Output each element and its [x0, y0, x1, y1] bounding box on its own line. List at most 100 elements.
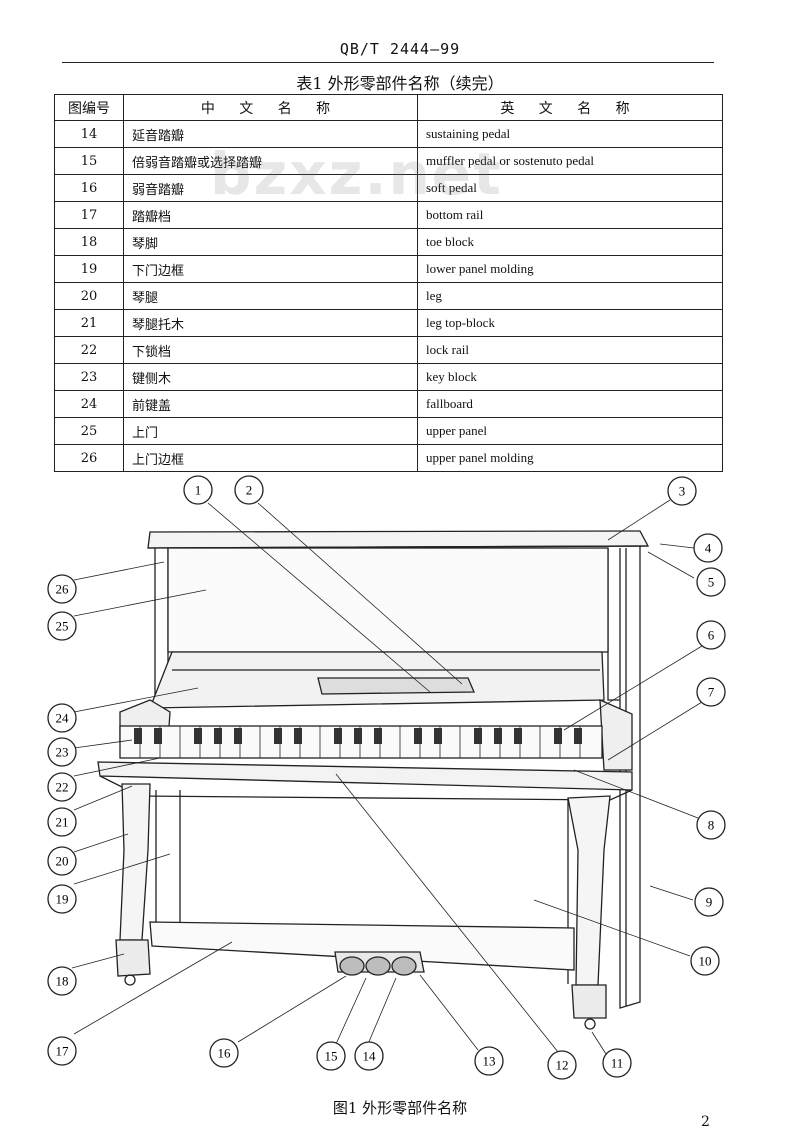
callout-circle — [47, 846, 77, 876]
callout-label: 2 — [246, 483, 253, 498]
callout-15: 15 — [316, 1041, 346, 1071]
figure-number-cell: 17 — [54, 201, 124, 229]
callout-circle — [47, 1036, 77, 1066]
chinese-name-cell: 上门 — [123, 417, 418, 445]
callout-circle — [47, 884, 77, 914]
callout-3: 3 — [667, 476, 697, 506]
callout-label: 14 — [363, 1049, 377, 1064]
header-rule — [62, 62, 714, 63]
callout-circle — [696, 810, 726, 840]
callout-21: 21 — [47, 807, 77, 837]
english-name-cell: muffler pedal or sostenuto pedal — [417, 147, 723, 175]
chinese-name-cell: 下锁档 — [123, 336, 418, 364]
callout-8: 8 — [696, 810, 726, 840]
figure-caption: 图1 外形零部件名称 — [332, 1099, 468, 1117]
callout-label: 7 — [708, 685, 715, 700]
callout-16: 16 — [209, 1038, 239, 1068]
figure-number-cell: 18 — [54, 228, 124, 256]
callout-circle — [694, 887, 724, 917]
figure-number-cell: 14 — [54, 120, 124, 148]
callout-18: 18 — [47, 966, 77, 996]
callout-20: 20 — [47, 846, 77, 876]
table-header-row: 图编号 中 文 名 称 英 文 名 称 — [54, 94, 723, 121]
figure-number-cell: 22 — [54, 336, 124, 364]
callout-circle — [474, 1046, 504, 1076]
chinese-name-cell: 弱音踏瓣 — [123, 174, 418, 202]
callout-circle — [47, 966, 77, 996]
header-english-name: 英 文 名 称 — [417, 94, 723, 121]
callout-11: 11 — [602, 1048, 632, 1078]
callout-circle — [547, 1050, 577, 1080]
callout-24: 24 — [47, 703, 77, 733]
figure-number-cell: 24 — [54, 390, 124, 418]
callout-13: 13 — [474, 1046, 504, 1076]
callout-circle — [209, 1038, 239, 1068]
callout-label: 20 — [56, 854, 69, 869]
callout-label: 6 — [708, 628, 715, 643]
chinese-name-cell: 踏瓣档 — [123, 201, 418, 229]
callout-9: 9 — [694, 887, 724, 917]
callout-circle — [602, 1048, 632, 1078]
figure-number-cell: 16 — [54, 174, 124, 202]
chinese-name-cell: 前键盖 — [123, 390, 418, 418]
chinese-name-cell: 琴腿托木 — [123, 309, 418, 337]
callout-22: 22 — [47, 772, 77, 802]
callout-2: 2 — [234, 475, 264, 505]
header-chinese-name: 中 文 名 称 — [123, 94, 418, 121]
callout-14: 14 — [354, 1041, 384, 1071]
callout-label: 9 — [706, 895, 713, 910]
chinese-name-cell: 上门边框 — [123, 444, 418, 472]
callout-circle — [47, 772, 77, 802]
english-name-cell: toe block — [417, 228, 723, 256]
callout-label: 1 — [195, 483, 202, 498]
callout-circle — [316, 1041, 346, 1071]
callout-label: 12 — [556, 1058, 569, 1073]
callout-circle — [234, 475, 264, 505]
english-name-cell: lock rail — [417, 336, 723, 364]
chinese-name-cell: 下门边框 — [123, 255, 418, 283]
callout-label: 21 — [56, 815, 69, 830]
english-name-cell: key block — [417, 363, 723, 391]
figure-number-cell: 26 — [54, 444, 124, 472]
standard-code-header: QB/T 2444—99 — [339, 40, 461, 58]
chinese-name-cell: 倍弱音踏瓣或选择踏瓣 — [123, 147, 418, 175]
callout-23: 23 — [47, 737, 77, 767]
callout-label: 25 — [56, 619, 69, 634]
callout-circle — [47, 703, 77, 733]
callout-label: 17 — [56, 1044, 70, 1059]
callout-label: 18 — [56, 974, 69, 989]
callout-4: 4 — [693, 533, 723, 563]
callout-label: 16 — [218, 1046, 232, 1061]
callout-circle — [183, 475, 213, 505]
figure-number-cell: 21 — [54, 309, 124, 337]
english-name-cell: upper panel molding — [417, 444, 723, 472]
chinese-name-cell: 琴脚 — [123, 228, 418, 256]
watermark: bzxz.net — [210, 140, 503, 208]
callout-circle — [47, 737, 77, 767]
callout-label: 10 — [699, 954, 712, 969]
callout-label: 22 — [56, 780, 69, 795]
callout-label: 3 — [679, 484, 686, 499]
english-name-cell: sustaining pedal — [417, 120, 723, 148]
callout-label: 4 — [705, 541, 712, 556]
piano-drawing — [97, 530, 650, 1030]
english-name-cell: lower panel molding — [417, 255, 723, 283]
callout-label: 24 — [56, 711, 70, 726]
english-name-cell: soft pedal — [417, 174, 723, 202]
callout-circle — [696, 567, 726, 597]
